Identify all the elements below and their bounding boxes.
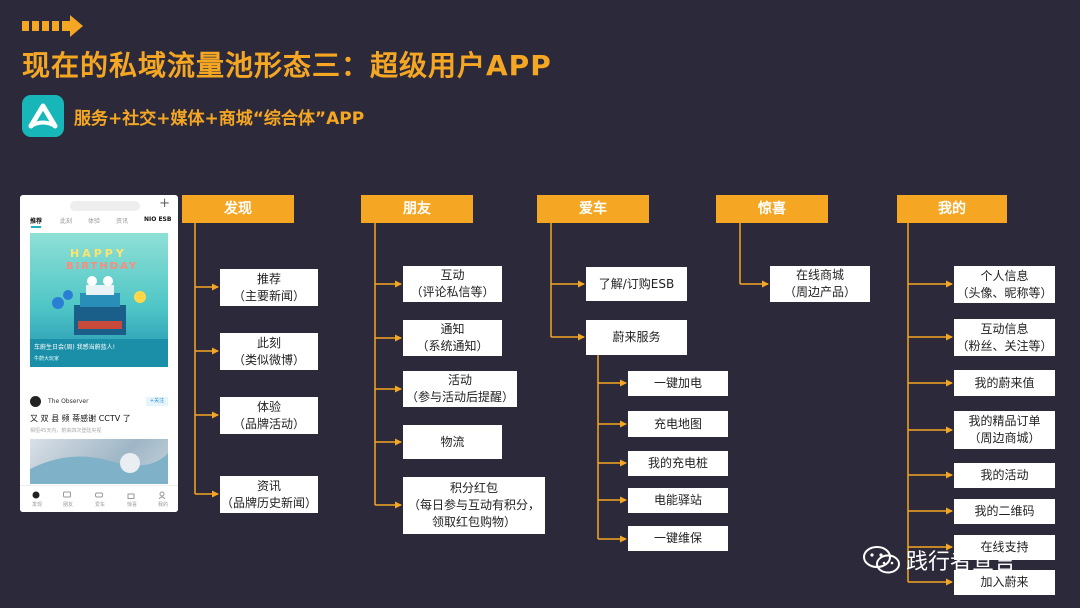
node-interaction-info: 互动信息（粉丝、关注等） — [954, 319, 1055, 356]
node-logistics: 物流 — [403, 425, 502, 459]
node-notification: 通知（系统通知） — [403, 320, 502, 356]
node-charge-map: 充电地图 — [628, 411, 728, 437]
node-power-station: 电能驿站 — [628, 488, 728, 513]
category-surprise: 惊喜 — [716, 195, 828, 223]
node-activity: 活动（参与活动后提醒） — [403, 371, 517, 407]
wechat-icon — [862, 544, 902, 576]
node-nio-service: 蔚来服务 — [586, 320, 687, 355]
node-my-charger: 我的充电桩 — [628, 451, 728, 476]
node-personal-info: 个人信息（头像、昵称等） — [954, 266, 1055, 303]
node-my-activities: 我的活动 — [954, 463, 1055, 488]
node-esb: 了解/订购ESB — [586, 267, 687, 301]
category-discover: 发现 — [182, 195, 294, 223]
watermark: 践行者宣言 — [862, 542, 1016, 578]
node-one-key-maintenance: 一键维保 — [628, 526, 728, 551]
node-news: 资讯（品牌历史新闻） — [220, 476, 318, 513]
node-moment: 此刻（类似微博） — [220, 333, 318, 370]
node-recommend: 推荐（主要新闻） — [220, 269, 318, 306]
category-mine: 我的 — [897, 195, 1007, 223]
watermark-text: 践行者宣言 — [906, 544, 1016, 576]
node-points-redpacket: 积分红包（每日参与互动有积分，领取红包购物） — [403, 477, 545, 534]
node-experience: 体验（品牌活动） — [220, 397, 318, 434]
node-nio-points: 我的蔚来值 — [954, 370, 1055, 396]
node-online-mall: 在线商城（周边产品） — [770, 266, 870, 302]
node-my-qrcode: 我的二维码 — [954, 499, 1055, 524]
node-my-orders: 我的精品订单（周边商城） — [954, 411, 1055, 449]
category-car: 爱车 — [537, 195, 649, 223]
node-one-key-charge: 一键加电 — [628, 371, 728, 396]
category-friends: 朋友 — [361, 195, 473, 223]
node-interaction: 互动（评论私信等） — [403, 266, 502, 302]
